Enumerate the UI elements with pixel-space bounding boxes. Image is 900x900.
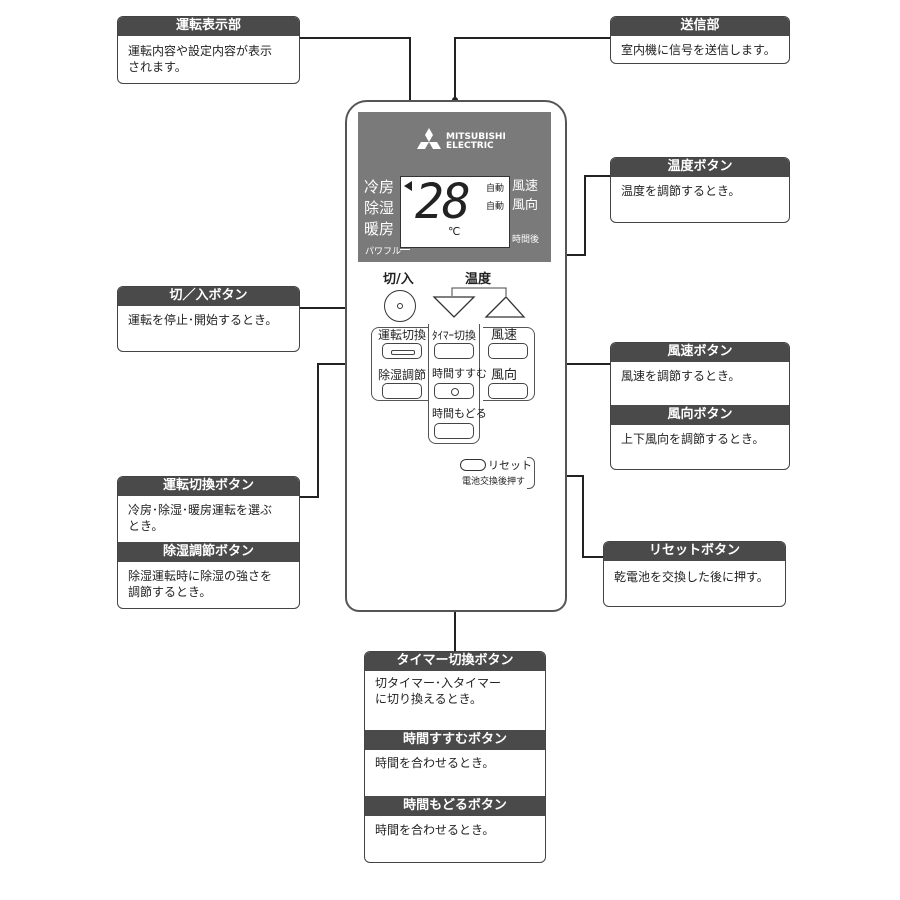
callout-fan-speed-text: 風速を調節するとき。 [621,369,741,383]
celsius-unit: ℃ [448,225,461,238]
fan-direction-button-label: 風向 [491,368,518,383]
callout-fan-speed-title: 風速ボタン [611,343,789,362]
fan-speed-button[interactable] [488,343,528,359]
leader-transmitter [454,37,610,100]
callout-temp-button-title: 温度ボタン [611,158,789,177]
callout-transmitter: 送信部 室内機に信号を送信します。 [610,16,790,64]
timer-switch-button[interactable] [434,343,474,359]
mode-heat: 暖房 [364,220,395,238]
callout-timer-buttons: タイマー切換ボタン 切タイマー･入タイマー に切り換えるとき。 時間すすむボタン… [364,651,546,863]
callout-dehum-title: 除湿調節ボタン [118,542,299,562]
auto-label-2: 自動 [486,202,505,212]
reset-label: リセット [488,459,532,472]
temp-down-button[interactable] [432,296,476,318]
callout-display-title: 運転表示部 [118,17,299,36]
time-back-label: 時間もどる [432,407,487,420]
callout-time-forward-title: 時間すすむボタン [365,730,545,750]
temp-up-button[interactable] [484,296,526,318]
callout-fan-direction-title: 風向ボタン [611,405,789,425]
temperature-buttons [432,287,526,318]
mode-switch-button[interactable] [382,343,422,359]
fan-direction-button[interactable] [488,383,528,399]
callout-time-forward-text: 時間を合わせるとき。 [375,756,495,770]
callout-timer-switch-title: タイマー切換ボタン [365,652,545,671]
callout-fan-buttons: 風速ボタン 風速を調節するとき。 風向ボタン 上下風向を調節するとき。 [610,342,790,470]
brand-line-1: MITSUBISHI [446,132,506,142]
fan-speed-button-label: 風速 [491,328,518,343]
timer-switch-label: ﾀｲﾏｰ切換 [432,329,476,342]
reset-button[interactable] [460,459,486,471]
callout-time-back-title: 時間もどるボタン [365,796,545,816]
callout-reset-text: 乾電池を交換した後に押す。 [614,570,769,584]
callout-temp-button-text: 温度を調節するとき。 [621,184,741,198]
time-back-button[interactable] [434,423,474,439]
timer-after-label: 時間後 [512,235,540,245]
time-forward-label: 時間すすむ [432,367,487,380]
mode-switch-label: 運転切換 [378,328,427,342]
dehum-button[interactable] [382,383,422,399]
mitsubishi-logo-icon [417,128,441,149]
dehum-label: 除湿調節 [378,368,427,382]
callout-power-button-text: 運転を停止･開始するとき。 [128,313,278,327]
temperature-value: 28 [415,174,471,230]
temperature-label: 温度 [465,272,492,287]
power-label: 切/入 [383,272,414,287]
callout-time-back-text: 時間を合わせるとき。 [375,823,495,837]
reset-note: 電池交換後押す [462,477,526,487]
mode-cool: 冷房 [364,178,395,196]
callout-mode-title: 運転切換ボタン [118,477,299,496]
mode-indicator-arrow-icon [404,181,412,191]
leader-mode [300,363,368,498]
auto-label-1: 自動 [486,184,505,194]
callout-reset-title: リセットボタン [604,542,785,561]
mode-dehum: 除湿 [364,199,395,217]
brand-line-2: ELECTRIC [446,141,494,151]
callout-temp-button: 温度ボタン 温度を調節するとき。 [610,157,790,223]
lcd-screen [400,176,510,248]
callout-transmitter-title: 送信部 [611,17,789,36]
callout-dehum-text: 除湿運転時に除湿の強さを 調節するとき。 [128,569,273,599]
callout-power-button-title: 切／入ボタン [118,287,299,306]
callout-display: 運転表示部 運転内容や設定内容が表示 されます。 [117,16,300,84]
callout-transmitter-text: 室内機に信号を送信します。 [621,43,776,57]
callout-power-button: 切／入ボタン 運転を停止･開始するとき。 [117,286,300,352]
callout-timer-switch-text: 切タイマー･入タイマー に切り換えるとき。 [375,676,502,706]
powerful-label: パワフル [365,247,402,257]
fan-speed-display-label: 風速 [512,179,539,194]
callout-display-text: 運転内容や設定内容が表示 されます。 [128,44,273,74]
power-button[interactable] [384,290,416,322]
callout-mode-buttons: 運転切換ボタン 冷房･除湿･暖房運転を選ぶ とき。 除湿調節ボタン 除湿運転時に… [117,476,300,609]
fan-direction-display-label: 風向 [512,198,539,213]
callout-reset-button: リセットボタン 乾電池を交換した後に押す。 [603,541,786,607]
time-forward-button[interactable] [434,383,474,399]
callout-mode-text: 冷房･除湿･暖房運転を選ぶ とき。 [128,503,273,533]
callout-fan-direction-text: 上下風向を調節するとき。 [621,432,765,446]
